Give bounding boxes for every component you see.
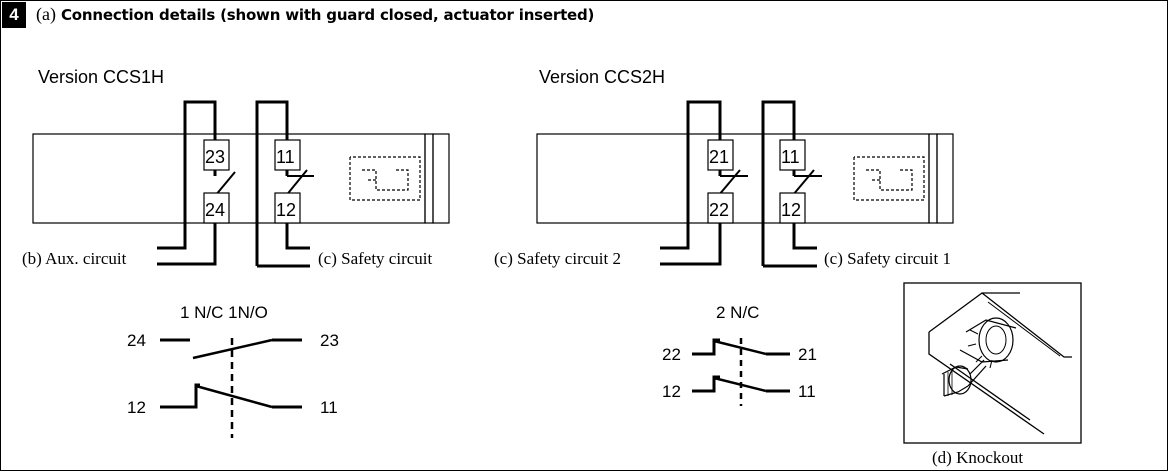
ccs1h-terminal-box-11 <box>274 139 301 171</box>
ccs1h-terminal-box-23 <box>203 139 230 171</box>
schematic-1-terminal-23: 23 <box>320 331 339 350</box>
ccs2h-terminal-box-12 <box>779 192 806 224</box>
schematic-2-terminal-12: 12 <box>662 382 681 401</box>
ccs2h-safety1-wires <box>761 100 822 268</box>
ccs2h-terminal-21: 21 <box>709 147 729 167</box>
ccs1h-terminal-12: 12 <box>276 200 296 220</box>
ccs1h-terminal-23: 23 <box>205 147 225 167</box>
ccs1h-terminal-11: 11 <box>276 147 295 167</box>
ccs1h-safety-wires <box>255 100 314 268</box>
figure-title: (a) Connection details (shown with guard… <box>36 4 594 25</box>
ccs2h-terminal-22: 22 <box>709 200 729 220</box>
schematic-1nc-1no <box>160 338 302 438</box>
schematic-2-terminal-11: 11 <box>798 382 816 401</box>
ccs2h-safety2-wires <box>660 100 748 266</box>
schematic-1-terminal-11: 11 <box>320 398 338 417</box>
version-ccs2h-label: Version CCS2H <box>539 67 665 87</box>
ccs2h-terminal-12: 12 <box>781 200 801 220</box>
ccs1h-terminal-24: 24 <box>205 200 225 220</box>
ccs2h-actuator-outline <box>853 156 925 201</box>
ccs2h-terminal-box-22 <box>707 192 734 224</box>
schematic-2-label: 2 N/C <box>716 303 759 322</box>
safety-circuit-1-label: (c) Safety circuit 1 <box>824 249 951 268</box>
ccs1h-actuator-outline <box>349 156 421 201</box>
knockout-illustration <box>903 282 1082 444</box>
schematic-2-terminal-22: 22 <box>662 345 681 364</box>
ccs1h-switch-body <box>32 133 450 224</box>
ccs1h-aux-wires <box>157 100 236 266</box>
schematic-2nc <box>692 338 790 406</box>
safety-circuit-label: (c) Safety circuit <box>318 249 432 268</box>
figure-number: 4 <box>2 2 26 28</box>
ccs2h-terminal-box-21 <box>707 139 734 171</box>
title-prefix: (a) <box>36 4 56 24</box>
knockout-label: (d) Knockout <box>932 448 1023 467</box>
version-ccs1h-label: Version CCS1H <box>38 67 164 87</box>
ccs2h-terminal-box-11 <box>779 139 806 171</box>
schematic-1-terminal-24: 24 <box>127 331 146 350</box>
ccs2h-switch-body <box>536 133 954 224</box>
schematic-1-label: 1 N/C 1N/O <box>180 303 268 322</box>
title-text: Connection details (shown with guard clo… <box>61 6 595 24</box>
ccs1h-terminal-box-12 <box>274 192 301 224</box>
aux-circuit-label: (b) Aux. circuit <box>22 249 127 268</box>
ccs2h-terminal-11: 11 <box>781 147 800 167</box>
ccs1h-terminal-box-24 <box>203 192 230 224</box>
schematic-1-terminal-12: 12 <box>127 398 146 417</box>
schematic-2-terminal-21: 21 <box>798 345 817 364</box>
safety-circuit-2-label: (c) Safety circuit 2 <box>494 249 621 268</box>
